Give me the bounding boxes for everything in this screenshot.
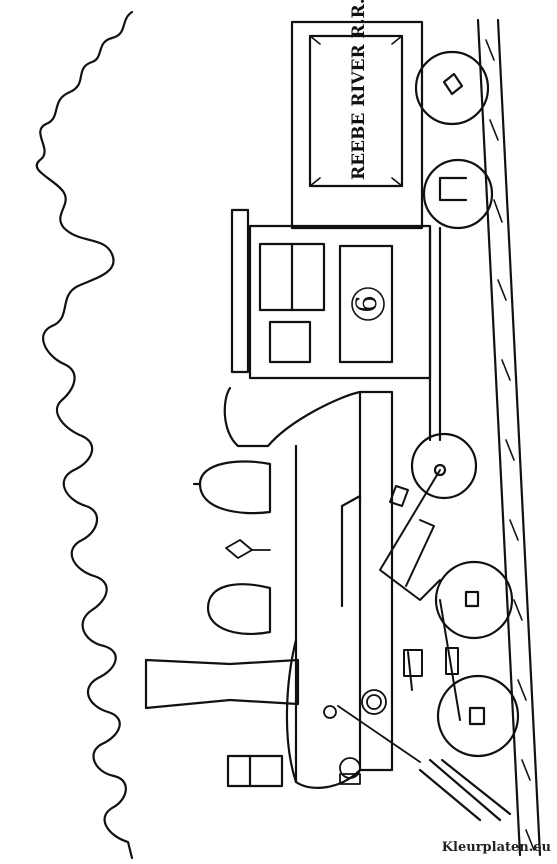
- driver-wheel-1: [410, 432, 478, 500]
- smokestack: [144, 658, 300, 710]
- driver-wheel-2: [434, 560, 514, 640]
- railroad-track: [476, 18, 542, 857]
- whistle: [225, 539, 271, 559]
- cab-number: 6: [350, 295, 383, 313]
- side-rods: [379, 469, 461, 721]
- boiler: [223, 386, 394, 789]
- headlamp: [226, 754, 284, 788]
- treeline-outline: [35, 10, 134, 860]
- smokebox-details: [323, 689, 421, 785]
- tender-wheel-2: [422, 158, 494, 230]
- pilot-wheel: [436, 674, 520, 758]
- cab-number-plate: [351, 287, 385, 321]
- tender-lettering: REEBE RIVER R.R.: [349, 0, 369, 180]
- watermark: Kleurplaten.eu: [441, 840, 551, 855]
- sand-dome: [206, 583, 272, 636]
- steam-dome: [192, 460, 272, 515]
- cowcatcher: [418, 758, 512, 822]
- tender: [290, 20, 424, 230]
- cab: [230, 208, 442, 442]
- tender-wheel-1: [414, 50, 490, 126]
